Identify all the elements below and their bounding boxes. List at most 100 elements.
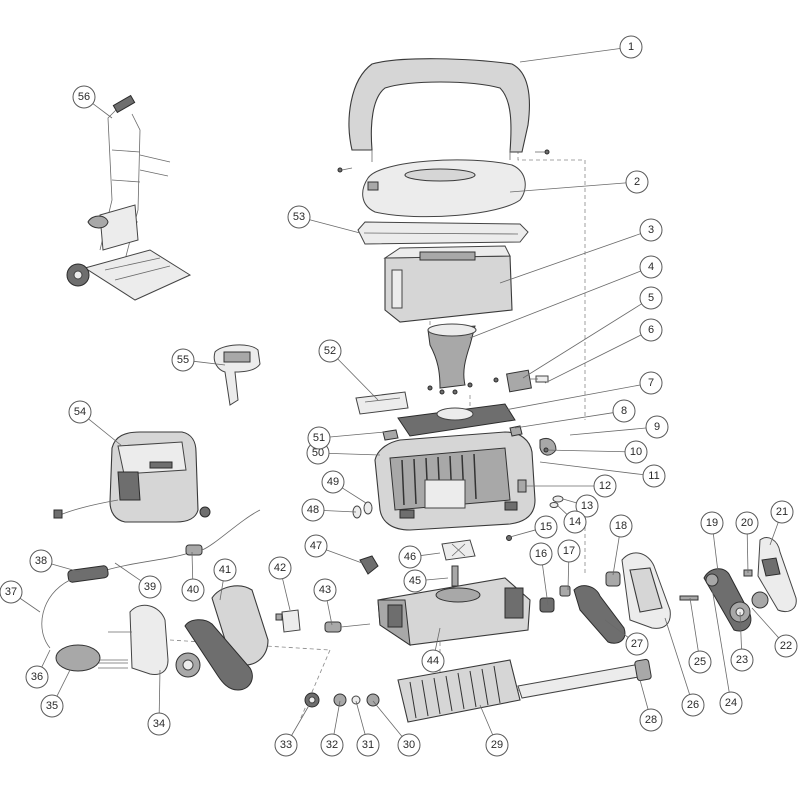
callout-22: 22 xyxy=(751,607,798,658)
filter-basket-part xyxy=(383,245,513,323)
callout-number: 7 xyxy=(648,377,654,389)
leader-line xyxy=(712,533,719,573)
callout-circle xyxy=(421,649,445,673)
callout-16: 16 xyxy=(529,542,553,606)
bracket-42 xyxy=(275,609,301,633)
callout-47: 47 xyxy=(304,534,363,564)
callout-circle xyxy=(268,556,292,580)
callout-circle xyxy=(639,708,663,732)
brush-roller-part xyxy=(397,659,521,723)
grille-part xyxy=(397,403,516,437)
callout-number: 14 xyxy=(569,516,581,528)
callout-number: 50 xyxy=(312,447,324,459)
caddy-trolley-part xyxy=(66,94,192,301)
shaft-25 xyxy=(679,595,699,601)
leader-line xyxy=(355,700,366,735)
left-side-cover-part xyxy=(175,585,269,691)
leader-line xyxy=(282,578,291,611)
callout-number: 23 xyxy=(736,654,748,666)
leader-line xyxy=(562,498,577,504)
callout-49: 49 xyxy=(321,470,367,504)
callout-circle xyxy=(639,318,663,342)
callout-number: 48 xyxy=(307,504,319,516)
top-cover-part xyxy=(362,159,526,218)
callout-39: 39 xyxy=(114,562,162,599)
callout-number: 53 xyxy=(293,211,305,223)
callout-9: 9 xyxy=(569,415,669,439)
main-body-part xyxy=(374,431,536,531)
callout-number: 22 xyxy=(780,640,792,652)
callout-number: 54 xyxy=(74,406,86,418)
callout-number: 38 xyxy=(35,555,47,567)
callout-8: 8 xyxy=(514,399,636,429)
right-drive-belt-part xyxy=(573,585,626,644)
callout-number: 5 xyxy=(648,292,654,304)
gear-train-right xyxy=(539,571,621,613)
callout-33: 33 xyxy=(274,701,312,757)
leader-line xyxy=(219,580,224,601)
callout-number: 28 xyxy=(645,714,657,726)
callout-53: 53 xyxy=(287,205,361,234)
callout-45: 45 xyxy=(403,569,449,593)
leader-line xyxy=(309,219,361,234)
callout-circle xyxy=(40,694,64,718)
callout-36: 36 xyxy=(25,649,51,689)
shaft-45 xyxy=(451,565,459,587)
callout-52: 52 xyxy=(318,339,379,401)
callout-number: 56 xyxy=(78,91,90,103)
callout-circle xyxy=(735,511,759,535)
callout-circle xyxy=(625,632,649,656)
leader-line xyxy=(372,700,403,737)
callout-number: 55 xyxy=(177,354,189,366)
callout-56: 56 xyxy=(72,85,113,119)
motor-unit-part xyxy=(377,577,531,647)
leader-line xyxy=(569,427,647,436)
callout-number: 52 xyxy=(324,345,336,357)
callout-number: 35 xyxy=(46,700,58,712)
callout-number: 33 xyxy=(280,739,292,751)
callout-circle xyxy=(619,35,643,59)
callout-circle xyxy=(774,634,798,658)
callout-3: 3 xyxy=(499,218,663,284)
callout-43: 43 xyxy=(313,578,337,626)
callout-number: 49 xyxy=(327,476,339,488)
leader-line xyxy=(689,597,699,652)
callout-23: 23 xyxy=(730,611,754,672)
right-outer-cover-part xyxy=(751,537,797,612)
callout-18: 18 xyxy=(609,514,633,576)
callout-circle xyxy=(730,648,754,672)
leader-line xyxy=(746,533,749,574)
left-cover-plate-part xyxy=(98,604,169,675)
callout-circle xyxy=(313,578,337,602)
callout-circle xyxy=(534,515,558,539)
callout-number: 9 xyxy=(654,421,660,433)
callout-38: 38 xyxy=(29,549,81,573)
callout-number: 42 xyxy=(274,562,286,574)
callout-number: 47 xyxy=(310,540,322,552)
callout-7: 7 xyxy=(504,371,663,411)
leader-line xyxy=(544,334,642,384)
callout-number: 51 xyxy=(313,432,325,444)
leader-line xyxy=(326,600,333,626)
leader-line xyxy=(88,418,123,447)
callout-circle xyxy=(321,470,345,494)
callout-number: 2 xyxy=(634,176,640,188)
callout-34: 34 xyxy=(147,669,171,736)
callout-number: 30 xyxy=(403,739,415,751)
callout-24: 24 xyxy=(711,587,743,715)
handle-part xyxy=(337,58,550,173)
callout-circle xyxy=(181,578,205,602)
callout-circle xyxy=(398,545,422,569)
callout-number: 36 xyxy=(31,671,43,683)
screws xyxy=(427,377,499,395)
callout-circle xyxy=(25,665,49,689)
leader-line xyxy=(739,611,742,650)
callout-number: 34 xyxy=(153,718,165,730)
callout-number: 39 xyxy=(144,581,156,593)
callout-circle xyxy=(320,733,344,757)
leader-line xyxy=(504,384,641,411)
callout-11: 11 xyxy=(539,461,666,488)
callout-number: 1 xyxy=(628,41,634,53)
leader-line xyxy=(329,431,386,438)
